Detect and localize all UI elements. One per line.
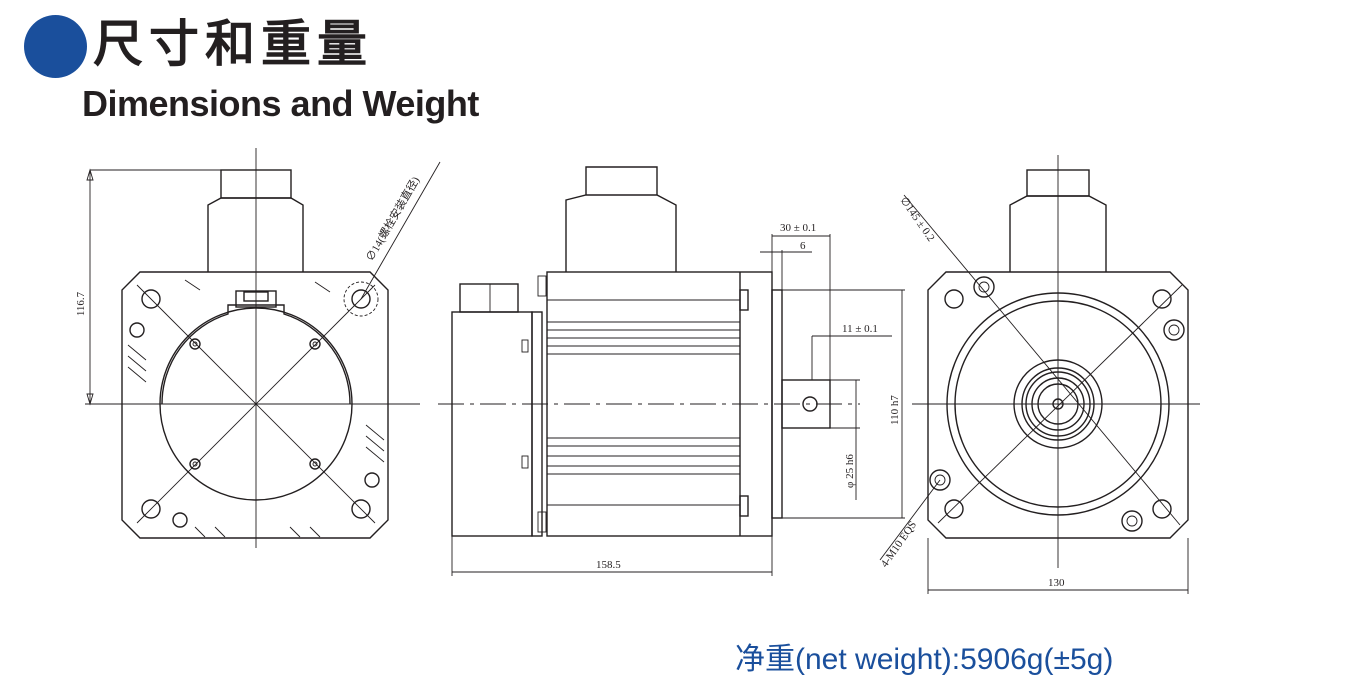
page-title-en: Dimensions and Weight <box>82 83 479 124</box>
dim-145: ∅145 ± 0.2 <box>898 195 937 244</box>
rear-view: 116.7 ∅14(螺栓安装直径) <box>75 148 441 548</box>
dim-130: 130 <box>1048 577 1065 589</box>
dim-158-5: 158.5 <box>596 559 621 571</box>
section-bullet <box>24 15 87 78</box>
side-view: 30 ± 0.1 6 11 ± 0.1 φ 25 h6 110 h7 158.5 <box>438 166 905 576</box>
page-title-cn: 尺寸和重量 <box>93 15 373 73</box>
dim-bolt-hole: ∅14(螺栓安装直径) <box>362 174 422 264</box>
dim-30: 30 ± 0.1 <box>780 222 816 234</box>
net-weight-label: 净重(net weight):5906g(±5g) <box>735 643 1114 676</box>
dim-m10: 4-M10 EQS <box>879 519 920 570</box>
dim-11: 11 ± 0.1 <box>842 323 878 335</box>
dim-110: 110 h7 <box>889 395 901 425</box>
dim-116-7: 116.7 <box>75 291 87 316</box>
front-view: ∅145 ± 0.2 4-M10 EQS 130 <box>879 155 1200 594</box>
dim-25: φ 25 h6 <box>844 454 856 488</box>
dim-6: 6 <box>800 240 806 252</box>
